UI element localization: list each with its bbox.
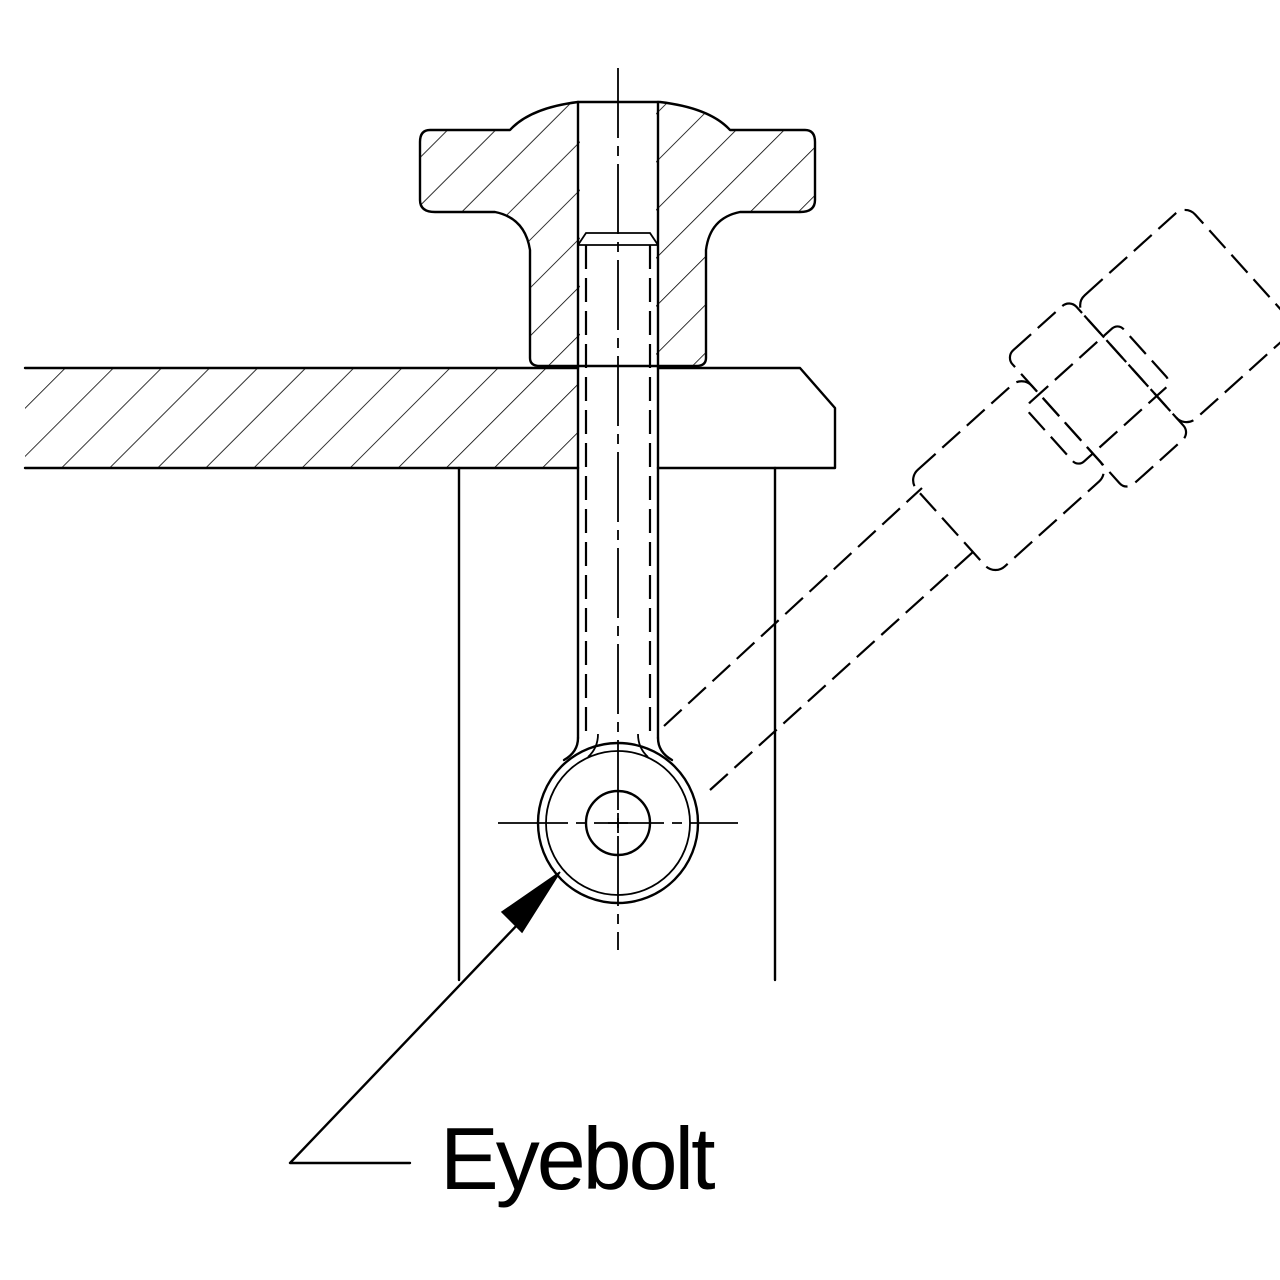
plate-section (23, 366, 580, 470)
eyebolt-shank (562, 245, 674, 762)
center-lines (498, 68, 738, 950)
base-support (457, 466, 777, 982)
leader-arrowhead (500, 871, 561, 934)
swung-position-phantom (663, 208, 1280, 791)
eyebolt-label: Eyebolt (440, 1109, 716, 1208)
clamp-jaw (656, 366, 837, 470)
eyebolt-leader (288, 871, 561, 1165)
